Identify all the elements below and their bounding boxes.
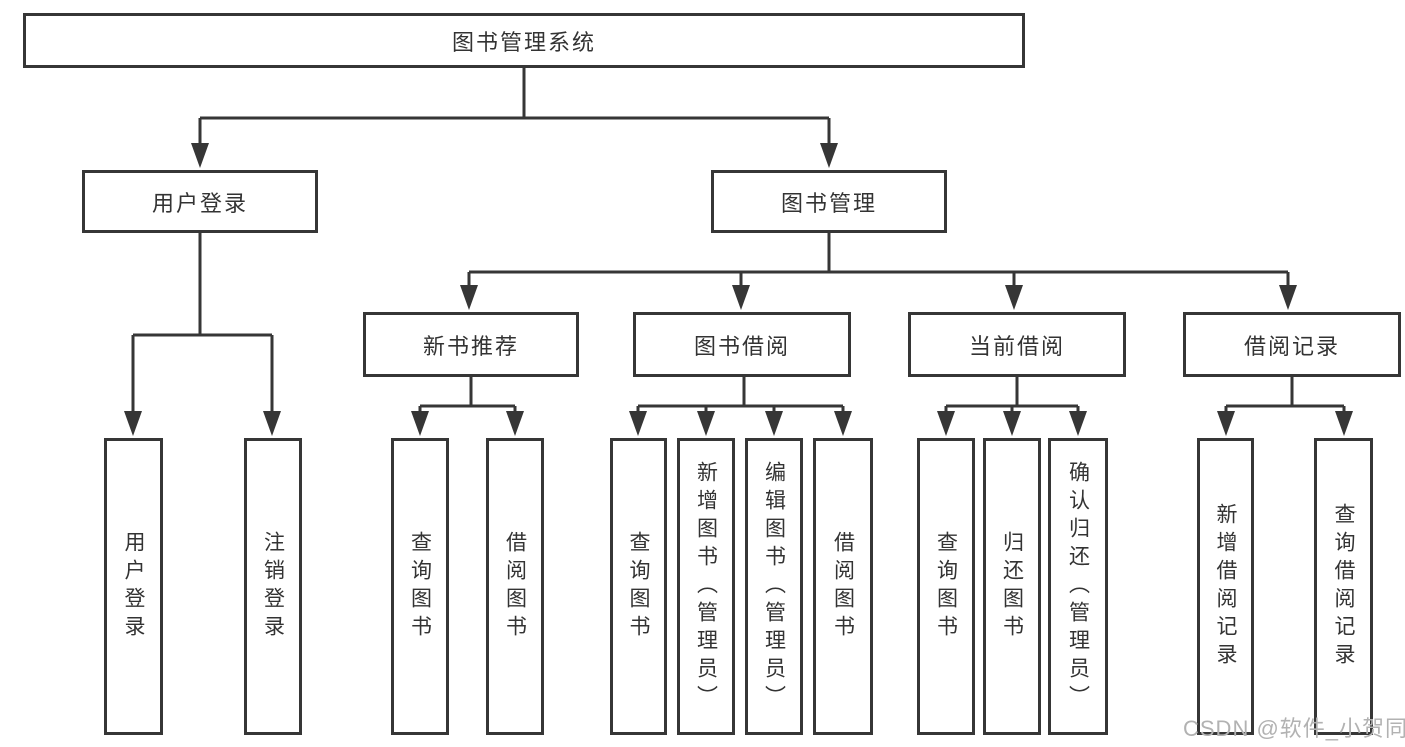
node-leaf-nbr-query-books: 查询图书 — [391, 438, 449, 735]
node-leaf-br-add-record: 新增借阅记录 — [1197, 438, 1254, 735]
leaf-label: 编辑图书（管理员） — [762, 460, 786, 713]
node-user-login-label: 用户登录 — [151, 190, 248, 216]
leaf-label: 注销登录 — [261, 530, 285, 643]
node-new-book-recommend-label: 新书推荐 — [422, 333, 519, 359]
node-current-borrowing-label: 当前借阅 — [968, 333, 1065, 359]
leaf-label: 查询图书 — [934, 530, 958, 643]
node-leaf-bb-edit-books-admin: 编辑图书（管理员） — [745, 438, 803, 735]
node-leaf-cb-query-books: 查询图书 — [917, 438, 975, 735]
csdn-watermark: CSDN @软件_小贺同学 — [1183, 716, 1405, 741]
node-current-borrowing: 当前借阅 — [908, 312, 1126, 377]
node-book-borrowing-label: 图书借阅 — [693, 333, 790, 359]
node-leaf-bb-borrow-books: 借阅图书 — [813, 438, 873, 735]
node-user-login: 用户登录 — [82, 170, 318, 233]
node-new-book-recommend: 新书推荐 — [363, 312, 579, 377]
node-leaf-logout: 注销登录 — [244, 438, 302, 735]
node-book-borrowing: 图书借阅 — [633, 312, 851, 377]
leaf-label: 查询借阅记录 — [1332, 502, 1355, 671]
node-root: 图书管理系统 — [23, 13, 1025, 68]
leaf-label: 借阅图书 — [831, 530, 855, 643]
leaf-label: 新增图书（管理员） — [694, 460, 718, 713]
node-borrowing-records: 借阅记录 — [1183, 312, 1401, 377]
leaf-label: 查询图书 — [408, 530, 432, 643]
node-borrowing-records-label: 借阅记录 — [1243, 333, 1340, 359]
node-book-management-label: 图书管理 — [780, 190, 877, 216]
leaf-label: 借阅图书 — [503, 530, 527, 643]
node-root-label: 图书管理系统 — [451, 29, 596, 55]
node-leaf-bb-add-books-admin: 新增图书（管理员） — [677, 438, 735, 735]
node-leaf-cb-return-books: 归还图书 — [983, 438, 1041, 735]
leaf-label: 用户登录 — [122, 530, 145, 643]
node-leaf-user-login: 用户登录 — [104, 438, 163, 735]
leaf-label: 归还图书 — [1000, 530, 1024, 643]
node-leaf-bb-query-books: 查询图书 — [610, 438, 667, 735]
node-leaf-cb-confirm-return-admin: 确认归还（管理员） — [1048, 438, 1108, 735]
node-book-management: 图书管理 — [711, 170, 947, 233]
leaf-label: 确认归还（管理员） — [1066, 460, 1090, 713]
leaf-label: 新增借阅记录 — [1214, 502, 1237, 671]
node-leaf-nbr-borrow-books: 借阅图书 — [486, 438, 544, 735]
node-leaf-br-query-record: 查询借阅记录 — [1314, 438, 1373, 735]
leaf-label: 查询图书 — [627, 530, 650, 643]
